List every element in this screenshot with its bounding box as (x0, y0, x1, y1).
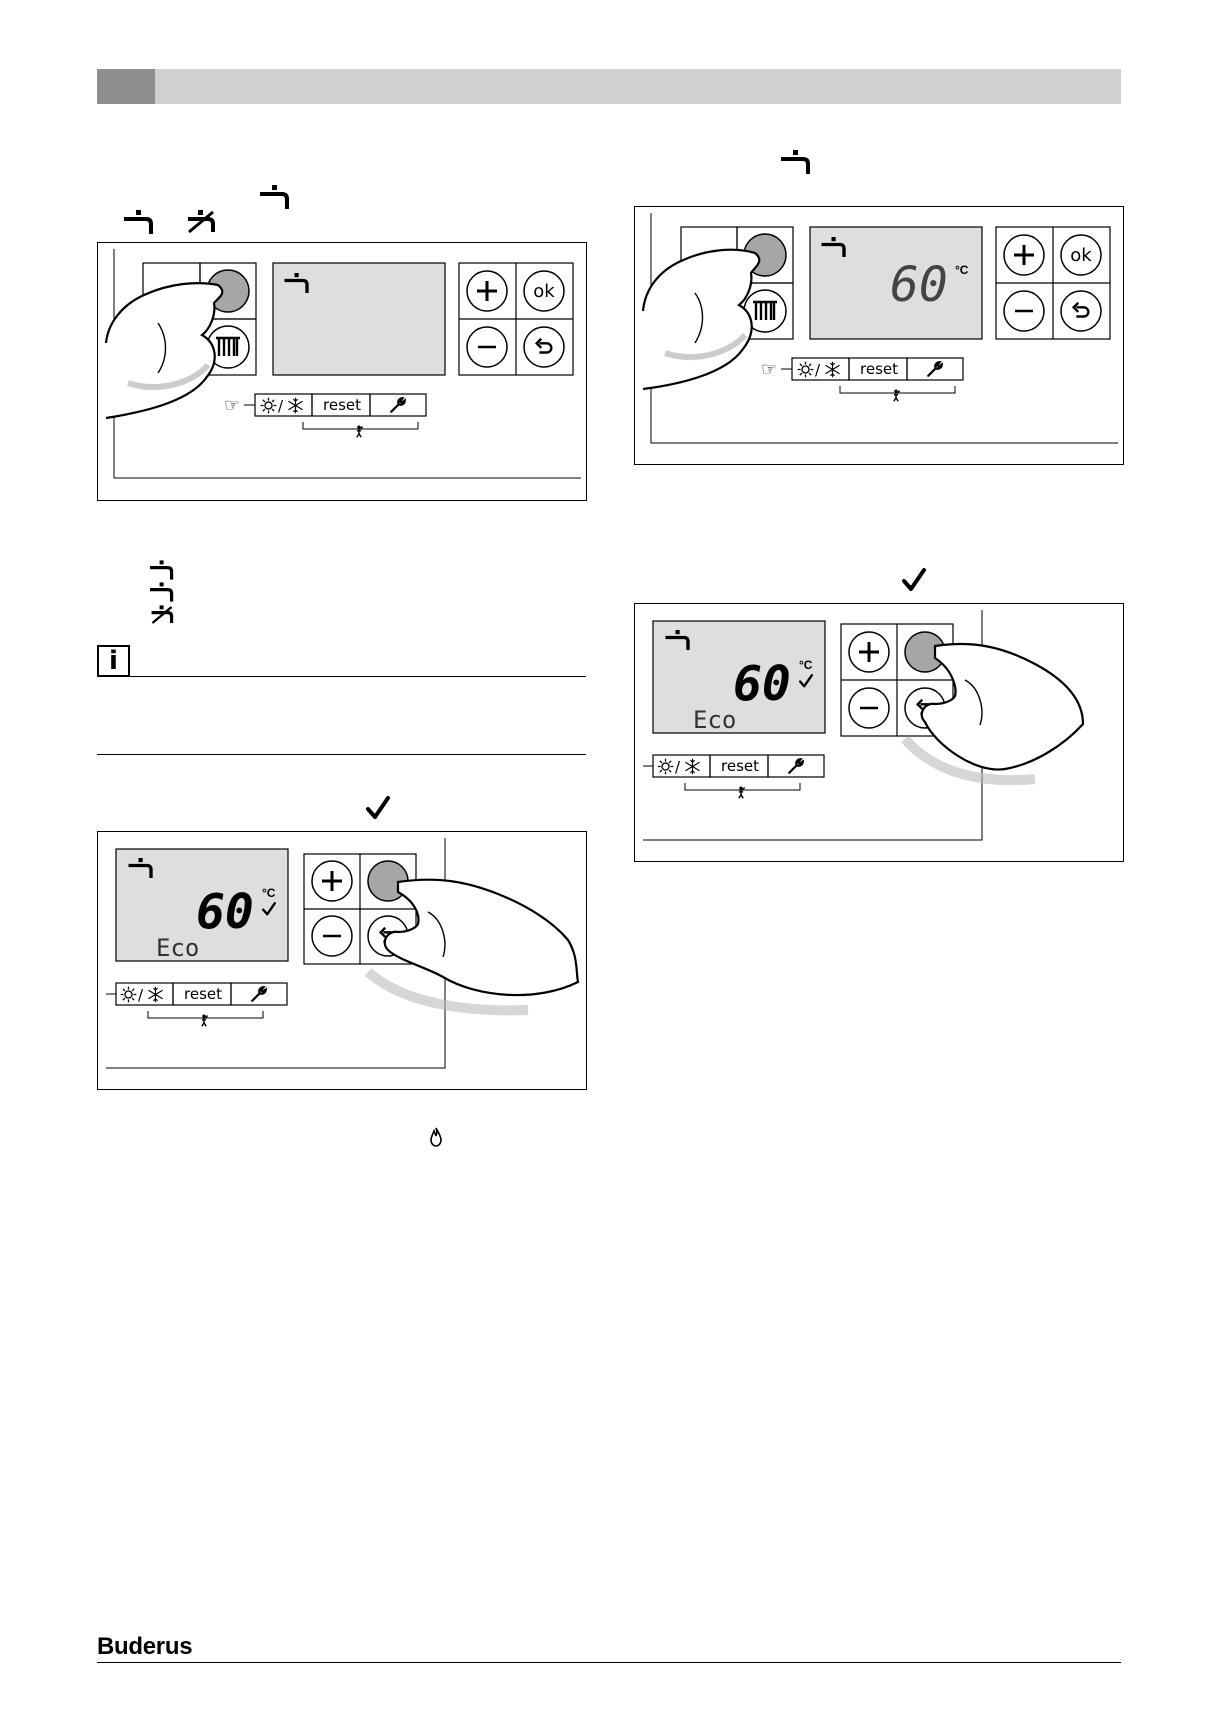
dhw-off-icon (186, 210, 216, 234)
lcd-unit: °C (262, 886, 276, 900)
svg-text:/: / (675, 758, 681, 776)
svg-text:/: / (815, 361, 821, 379)
dhw-tap-icon (260, 185, 290, 209)
figure-panel-hand-on-dial-60: ☞ / 60 °C reset ok (634, 206, 1124, 465)
figure-panel-hand-on-ok-eco: / 60 °C Eco reset (97, 831, 587, 1090)
footer-rule (97, 1662, 1121, 1663)
lcd-mode: Eco (156, 934, 200, 962)
dhw-tap-icon (150, 582, 174, 602)
info-icon: i (97, 645, 130, 677)
lcd-temperature: 60 (196, 884, 254, 940)
reset-button[interactable]: reset (721, 757, 759, 775)
info-rule-top (130, 676, 586, 677)
svg-text:/: / (138, 986, 144, 1004)
check-icon (902, 568, 926, 592)
reset-button[interactable]: reset (860, 360, 898, 378)
brand-logo: Buderus (97, 1633, 193, 1660)
dhw-tap-icon (781, 150, 811, 174)
figure-panel-hand-on-ok-eco-right: / 60 °C Eco reset (634, 603, 1124, 862)
lcd-temperature: 60 (733, 656, 791, 712)
info-rule-bottom (97, 754, 586, 755)
svg-text:☞: ☞ (761, 359, 777, 380)
lcd-unit: °C (799, 658, 813, 672)
lcd-unit: °C (955, 263, 969, 277)
dhw-tap-icon (150, 560, 174, 580)
lcd-temperature: 60 (890, 257, 948, 313)
check-icon (366, 796, 390, 820)
header-bar (97, 69, 1121, 104)
svg-text:/: / (278, 397, 284, 415)
dhw-off-icon (150, 605, 174, 625)
reset-button[interactable]: reset (323, 396, 361, 414)
dhw-tap-icon (124, 210, 154, 234)
header-tab (97, 69, 155, 104)
reset-button[interactable]: reset (184, 985, 222, 1003)
figure-panel-hand-on-dial: ☞ / reset ok (97, 242, 587, 501)
ok-button[interactable]: ok (533, 281, 555, 302)
svg-text:☞: ☞ (224, 395, 240, 416)
flame-icon (430, 1127, 442, 1147)
ok-button[interactable]: ok (1070, 245, 1092, 266)
lcd-mode: Eco (693, 706, 737, 734)
